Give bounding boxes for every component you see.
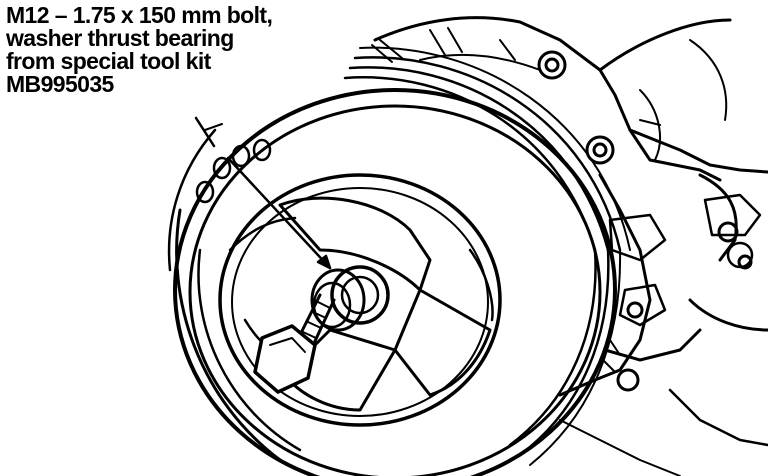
callout-label: M12 – 1.75 x 150 mm bolt, washer thrust …: [6, 4, 366, 96]
cover-bolts: [537, 50, 753, 392]
callout-line-washer: washer thrust bearing: [6, 25, 234, 51]
timing-mark-holes: [194, 116, 272, 204]
callout-line-bolt-spec: M12 – 1.75 x 150 mm bolt,: [6, 2, 273, 28]
callout-line-part-number: MB995035: [6, 71, 114, 97]
crankshaft-pulley-rim: [167, 46, 631, 476]
pulley-hub: [218, 173, 502, 427]
shading-strokes: [371, 27, 661, 373]
engine-block: [373, 16, 768, 476]
callout-line-tool-kit: from special tool kit: [6, 48, 211, 74]
callout-leader-line: [226, 156, 332, 270]
special-tool-bolt: [253, 268, 366, 394]
